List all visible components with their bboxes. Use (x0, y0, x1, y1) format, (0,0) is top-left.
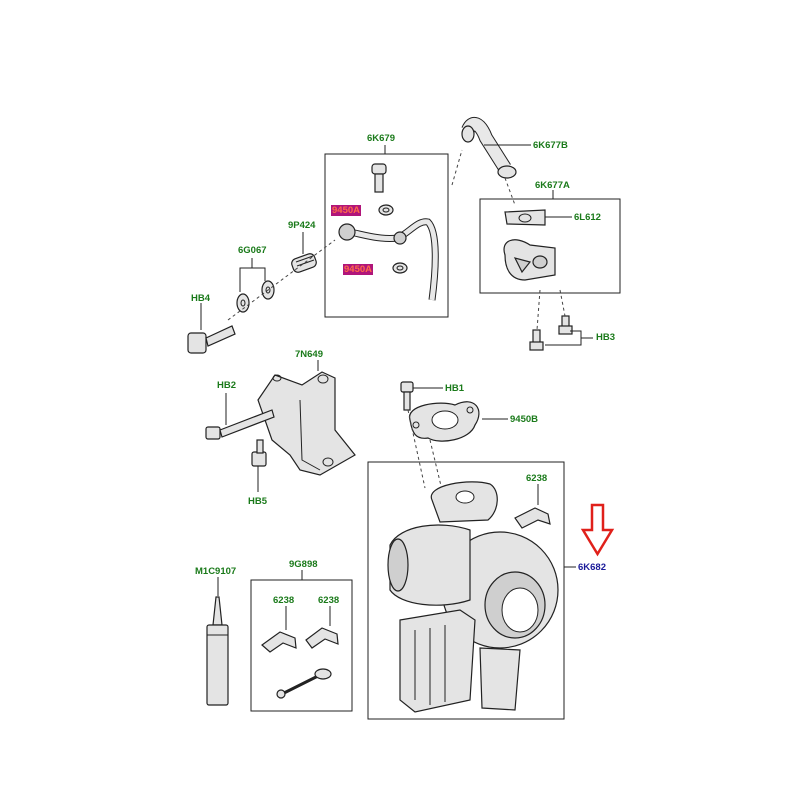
hb3-bolts-part (529, 315, 573, 351)
oil-return-pipe-part (461, 116, 517, 179)
sealing-washer-lower (392, 262, 408, 274)
banjo-bolt-part (371, 163, 387, 193)
part-label-6238-turbo: 6238 (526, 473, 548, 484)
part-label-6k679: 6K679 (367, 133, 395, 144)
part-label-6k677b: 6K677B (533, 140, 568, 151)
part-label-6k682: 6K682 (578, 562, 606, 573)
part-label-hb3: HB3 (596, 332, 616, 343)
hose-clip-9p424-part (291, 253, 317, 273)
part-label-9450a-upper: 9450A (331, 205, 361, 216)
part-label-hb2: HB2 (217, 380, 237, 391)
turbocharger-part (387, 481, 559, 713)
part-label-hb1: HB1 (445, 383, 465, 394)
bracket-7n649-part (257, 371, 356, 476)
clip-kit-clips-part (261, 627, 339, 653)
hb1-bolt-part (400, 381, 414, 411)
part-label-hb5: HB5 (248, 496, 268, 507)
sealant-tube-part (206, 596, 229, 706)
hb4-bolt-part (187, 325, 236, 354)
part-label-6k677a: 6K677A (535, 180, 570, 191)
part-label-6238-kit-right: 6238 (318, 595, 340, 606)
turbocharger-group-box (367, 461, 565, 720)
oil-return-group-box (479, 198, 621, 294)
hb5-bolt-part (251, 439, 267, 467)
locking-pin-part (276, 668, 332, 699)
sealing-washer-upper (378, 204, 394, 216)
part-label-9p424: 9P424 (288, 220, 316, 231)
gasket-9450b-part (409, 401, 480, 442)
part-label-9450a-lower: 9450A (343, 264, 373, 275)
part-label-9450b: 9450B (510, 414, 538, 425)
clip-6238-part (514, 507, 551, 529)
oil-return-flange-part (503, 209, 556, 281)
hb2-bolt-part (205, 409, 275, 440)
part-label-9g898: 9G898 (289, 559, 318, 570)
part-label-6238-kit-left: 6238 (273, 595, 295, 606)
part-label-m1c9107: M1C9107 (195, 566, 237, 577)
part-label-hb4: HB4 (191, 293, 211, 304)
part-label-7n649: 7N649 (295, 349, 323, 360)
washers-6g067-part (236, 280, 275, 313)
red-down-arrow-icon (580, 503, 615, 557)
part-label-6g067: 6G067 (238, 245, 267, 256)
oil-feed-pipe-group-box (324, 153, 449, 318)
part-label-6l612: 6L612 (574, 212, 601, 223)
